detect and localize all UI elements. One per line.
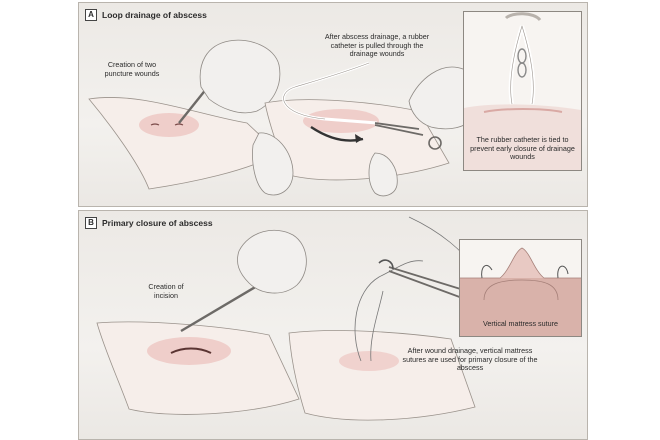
panel-a-title: Loop drainage of abscess xyxy=(102,10,207,20)
panel-loop-drainage: A Loop drainage of abscess Creation of t… xyxy=(78,2,588,207)
suture-thread xyxy=(354,260,424,362)
puncture-wound-2 xyxy=(174,123,184,126)
label-catheter-tied: The rubber catheter is tied to prevent e… xyxy=(470,135,575,162)
panel-b-heading: B Primary closure of abscess xyxy=(85,217,213,229)
hand-b-left xyxy=(237,229,307,294)
panel-b-letter: B xyxy=(85,217,97,229)
catheter-segment-a xyxy=(324,117,378,125)
panel-a-letter: A xyxy=(85,9,97,21)
skin-flap-mid-b xyxy=(288,330,476,421)
figure: A Loop drainage of abscess Creation of t… xyxy=(78,0,588,440)
label-puncture-wounds: Creation of two puncture wounds xyxy=(104,60,160,78)
panel-primary-closure: B Primary closure of abscess Creation of… xyxy=(78,210,588,440)
hand-a-bottom xyxy=(252,132,294,196)
forceps-a xyxy=(374,122,424,136)
puncture-wound-1 xyxy=(150,123,160,126)
panel-a-illustration xyxy=(88,39,481,197)
panel-b-title: Primary closure of abscess xyxy=(102,218,213,228)
abscess-bulge-a1 xyxy=(139,113,199,137)
inset-vertical-mattress: Vertical mattress suture xyxy=(459,239,582,337)
panel-a-heading: A Loop drainage of abscess xyxy=(85,9,207,21)
label-incision: Creation of incision xyxy=(148,282,184,300)
needle-holder-icon xyxy=(388,266,468,300)
skin-flap-left-b xyxy=(96,321,300,415)
label-catheter-pulled: After abscess drainage, a rubber cathete… xyxy=(324,32,430,59)
label-vertical-mattress: Vertical mattress suture xyxy=(482,319,559,328)
abscess-bulge-b1 xyxy=(147,337,231,365)
abscess-bulge-b2 xyxy=(339,351,399,371)
suture-needle-icon xyxy=(460,247,581,336)
skin-flap-left-a xyxy=(88,97,280,190)
label-sutures-used: After wound drainage, vertical mattress … xyxy=(402,346,538,373)
hand-a-left xyxy=(199,39,281,114)
incision-line xyxy=(170,347,212,354)
panel-b-illustration xyxy=(96,216,480,421)
inset-catheter-tied: The rubber catheter is tied to prevent e… xyxy=(463,11,582,171)
catheter-loop-icon xyxy=(464,12,581,170)
